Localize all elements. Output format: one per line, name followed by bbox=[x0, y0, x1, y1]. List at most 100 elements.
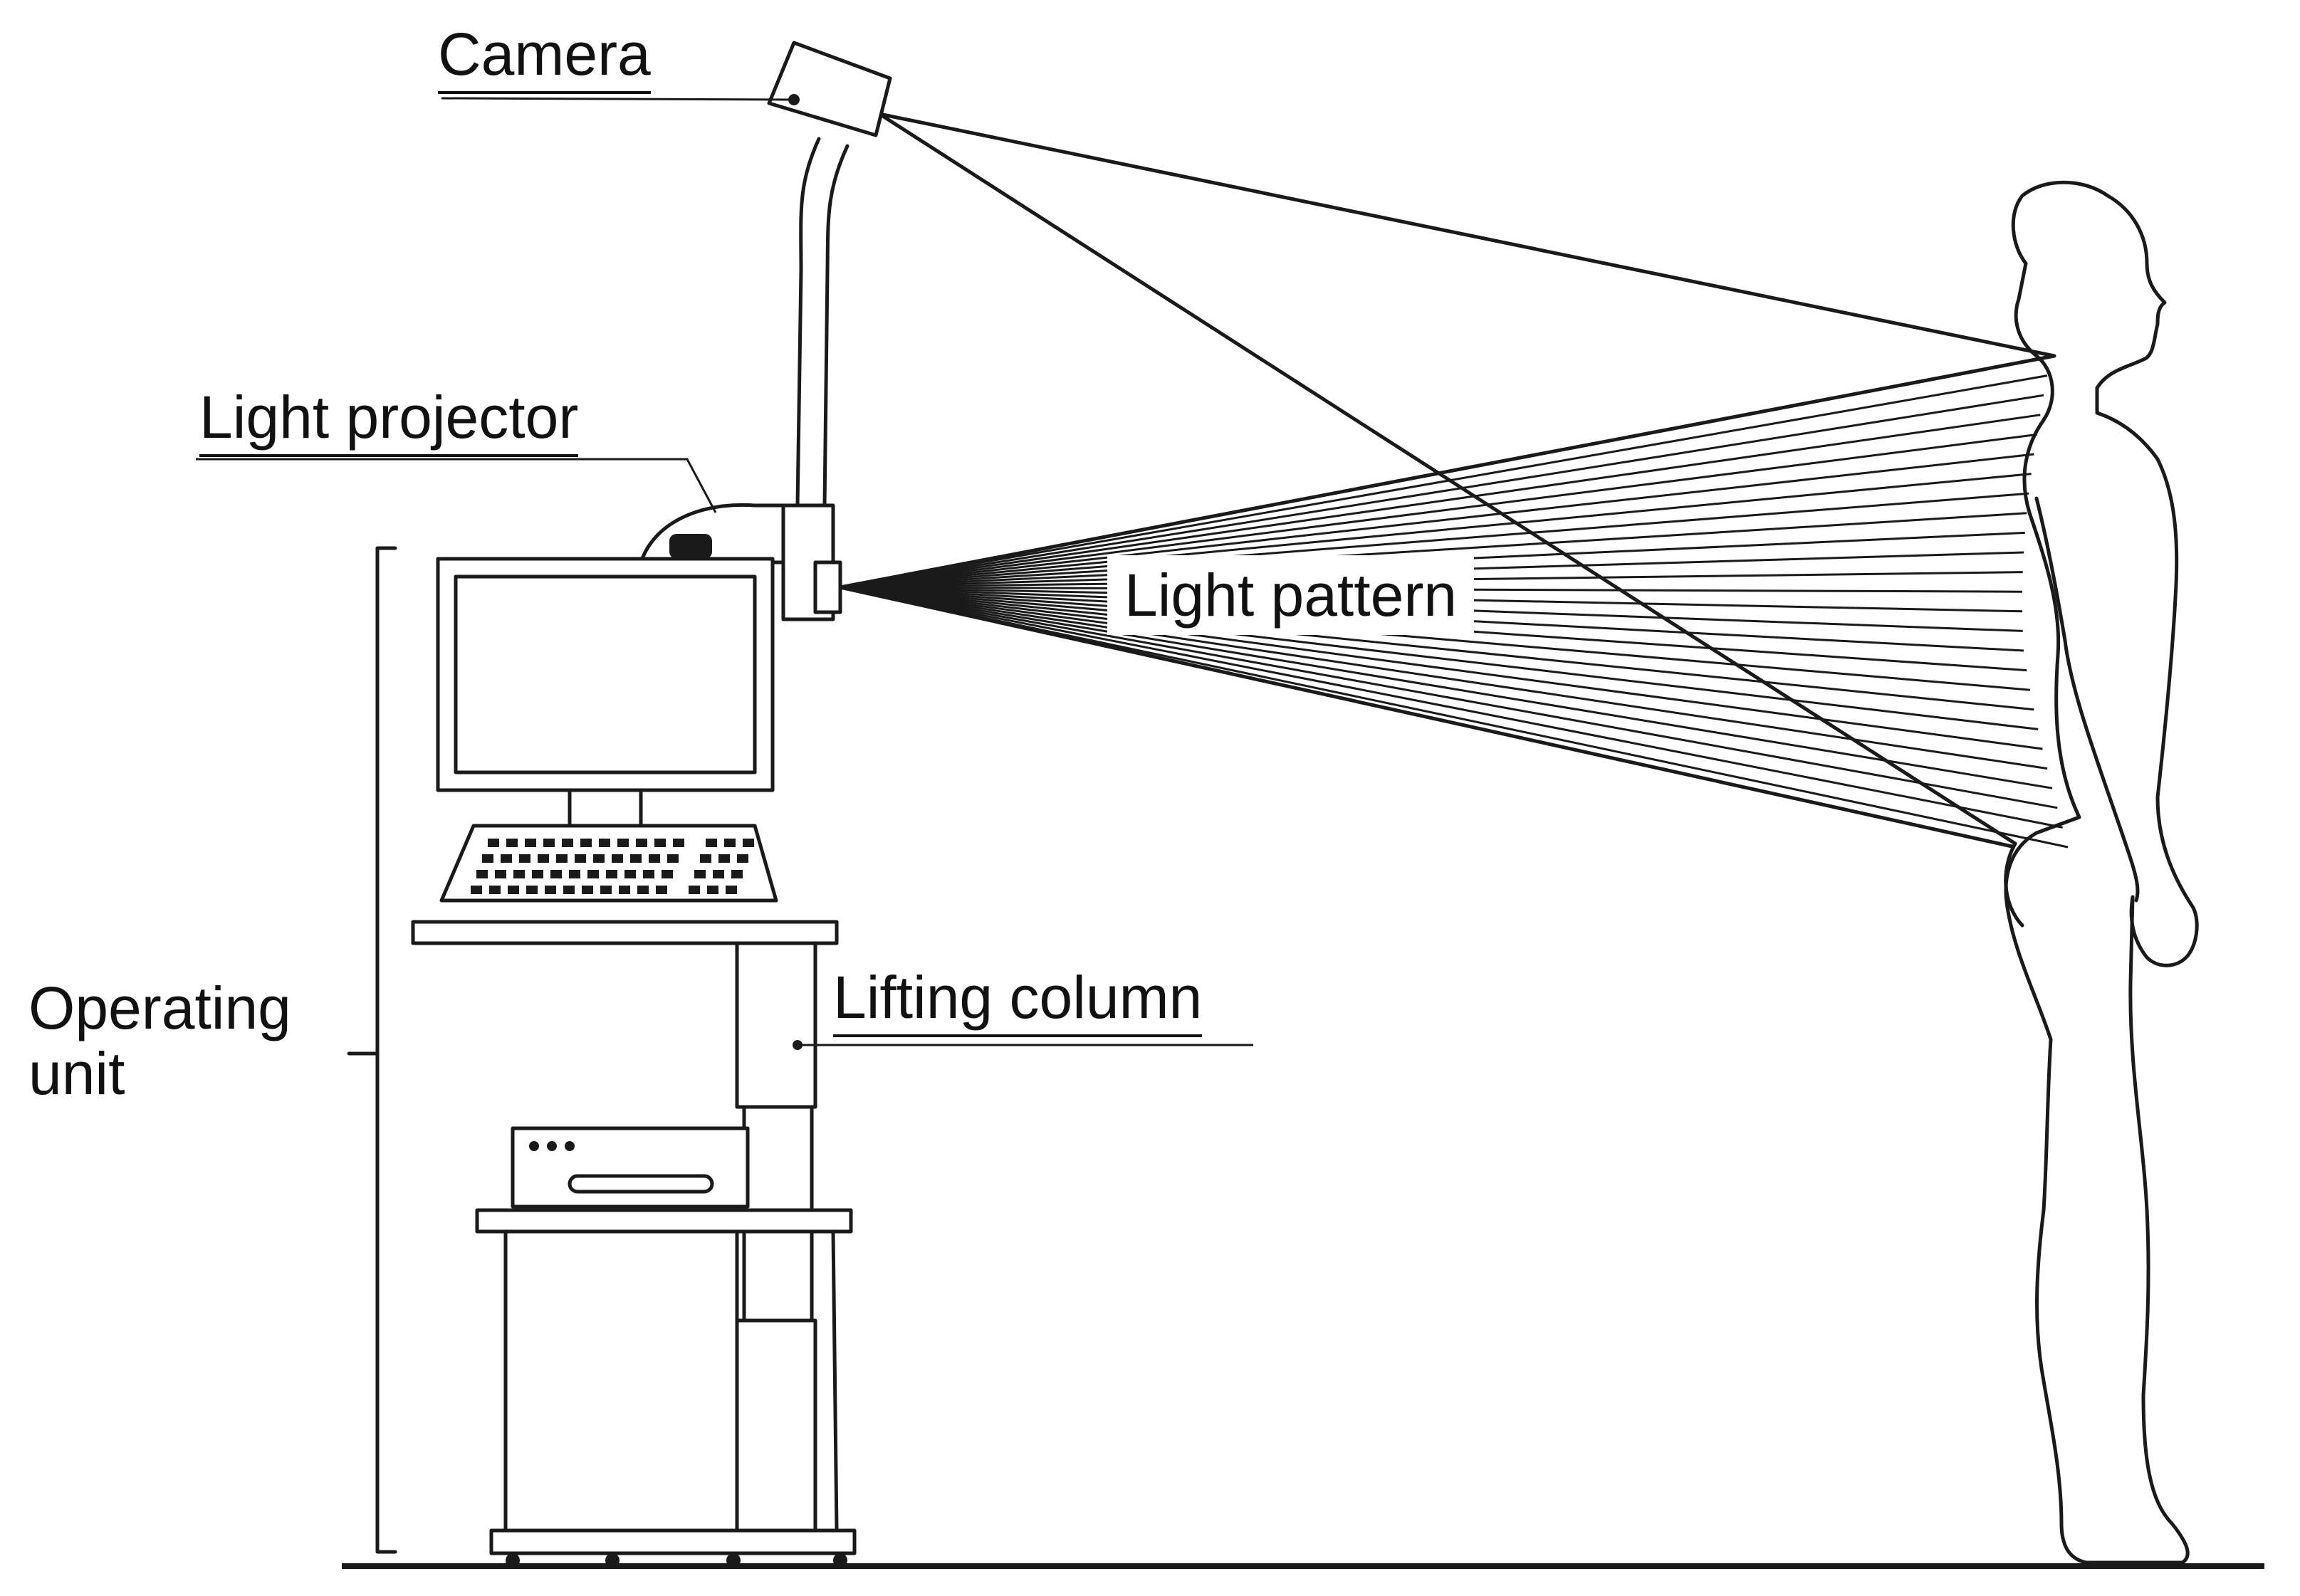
camera-arm-inner bbox=[822, 144, 850, 508]
keyboard-key bbox=[543, 839, 555, 847]
keyboard-key bbox=[506, 839, 518, 847]
keyboard-key bbox=[550, 870, 562, 878]
keyboard-key bbox=[737, 854, 748, 863]
light-pattern-ray bbox=[840, 414, 2041, 589]
keyboard-key bbox=[673, 839, 684, 847]
wheel-3 bbox=[726, 1553, 741, 1568]
keyboard-key bbox=[501, 854, 512, 863]
device-led-2 bbox=[547, 1141, 557, 1151]
lower-shelf bbox=[475, 1208, 853, 1234]
keyboard-key bbox=[713, 870, 724, 878]
human-arm bbox=[2034, 496, 2140, 903]
light-projector-leader bbox=[196, 458, 717, 513]
keyboard-key bbox=[508, 886, 519, 894]
keyboard-key bbox=[556, 854, 568, 863]
keyboard-key bbox=[532, 870, 543, 878]
keyboard-key bbox=[471, 886, 482, 894]
keyboard-key bbox=[617, 839, 629, 847]
keyboard-key bbox=[489, 886, 501, 894]
keyboard-key bbox=[587, 870, 599, 878]
camera-leader bbox=[441, 97, 793, 101]
light-pattern-ray bbox=[840, 586, 2053, 789]
light-pattern-boundary bbox=[840, 354, 2055, 589]
keyboard-key bbox=[593, 854, 605, 863]
light-pattern-ray bbox=[840, 374, 2048, 589]
keyboard-key bbox=[582, 886, 593, 894]
camera-sightline-lower bbox=[877, 112, 2017, 846]
light-pattern-ray bbox=[840, 473, 2032, 589]
light-pattern-ray bbox=[840, 394, 2044, 589]
keyboard-key bbox=[654, 839, 666, 847]
keyboard-key bbox=[706, 839, 717, 847]
cabinet-side bbox=[831, 1229, 839, 1533]
keyboard-key bbox=[656, 886, 667, 894]
keyboard-key bbox=[519, 854, 530, 863]
camera-lens-dot bbox=[788, 94, 800, 105]
monitor-screen bbox=[454, 574, 757, 775]
light-pattern-ray bbox=[840, 586, 2043, 750]
keyboard-key bbox=[619, 886, 630, 894]
cabinet bbox=[503, 1229, 739, 1533]
light-pattern-ray bbox=[840, 492, 2029, 589]
keyboard-key bbox=[525, 839, 536, 847]
keyboard-key bbox=[718, 854, 730, 863]
keyboard-key bbox=[667, 854, 679, 863]
base-plate bbox=[489, 1528, 857, 1555]
light-pattern-ray bbox=[840, 453, 2034, 589]
keyboard-key bbox=[569, 870, 580, 878]
light-pattern-boundary bbox=[840, 585, 2016, 849]
projector-knob bbox=[669, 534, 712, 559]
keyboard-key bbox=[600, 886, 612, 894]
keyboard-key bbox=[563, 886, 575, 894]
keyboard-key bbox=[689, 886, 700, 894]
keyboard-key bbox=[726, 886, 737, 894]
device-slot bbox=[568, 1174, 714, 1194]
device-led-3 bbox=[565, 1141, 575, 1151]
keyboard-key bbox=[649, 854, 660, 863]
keyboard-key bbox=[575, 854, 586, 863]
light-pattern-ray bbox=[840, 586, 2058, 809]
keyboard-key bbox=[562, 839, 573, 847]
camera-arm bbox=[795, 137, 821, 508]
keyboard-key bbox=[707, 886, 718, 894]
keyboard-key bbox=[624, 870, 636, 878]
lifting-column-lower bbox=[735, 1318, 817, 1543]
light-pattern-ray bbox=[840, 586, 2069, 849]
operating-unit-label-line1: Operating bbox=[28, 975, 291, 1041]
operating-unit-label-line2: unit bbox=[28, 1040, 125, 1108]
keyboard-key bbox=[694, 870, 706, 878]
light-projector-label: Light projector bbox=[199, 384, 579, 458]
human-figure bbox=[2004, 180, 2199, 1565]
light-pattern-ray bbox=[840, 512, 2027, 589]
keyboard-key bbox=[488, 839, 499, 847]
keyboard-key bbox=[599, 839, 610, 847]
light-pattern-label: Light pattern bbox=[1107, 555, 1475, 636]
camera-sightline-upper bbox=[877, 112, 2056, 358]
camera-body bbox=[767, 41, 892, 137]
keyboard-key bbox=[513, 870, 525, 878]
keyboard-key bbox=[580, 839, 592, 847]
light-pattern-ray bbox=[840, 586, 2031, 691]
light-pattern-ray bbox=[840, 586, 2048, 770]
keyboard-key bbox=[526, 886, 538, 894]
keyboard-keys bbox=[471, 839, 754, 894]
keyboard-key bbox=[545, 886, 556, 894]
device-box bbox=[511, 1126, 750, 1209]
keyboard-key bbox=[476, 870, 488, 878]
upper-shelf bbox=[411, 920, 839, 945]
light-pattern-ray bbox=[840, 586, 2063, 829]
keyboard-key bbox=[495, 870, 506, 878]
keyboard-key bbox=[482, 854, 493, 863]
keyboard-key bbox=[606, 870, 617, 878]
device-led-1 bbox=[529, 1141, 539, 1151]
keyboard-key bbox=[637, 886, 649, 894]
light-pattern-ray bbox=[840, 586, 2039, 730]
wheel-4 bbox=[833, 1553, 847, 1568]
keyboard-key bbox=[743, 839, 754, 847]
operating-unit-bracket bbox=[375, 546, 397, 1554]
keyboard-key bbox=[662, 870, 673, 878]
projector-lens bbox=[813, 560, 842, 614]
wheel-1 bbox=[506, 1553, 520, 1568]
keyboard-key bbox=[724, 839, 736, 847]
